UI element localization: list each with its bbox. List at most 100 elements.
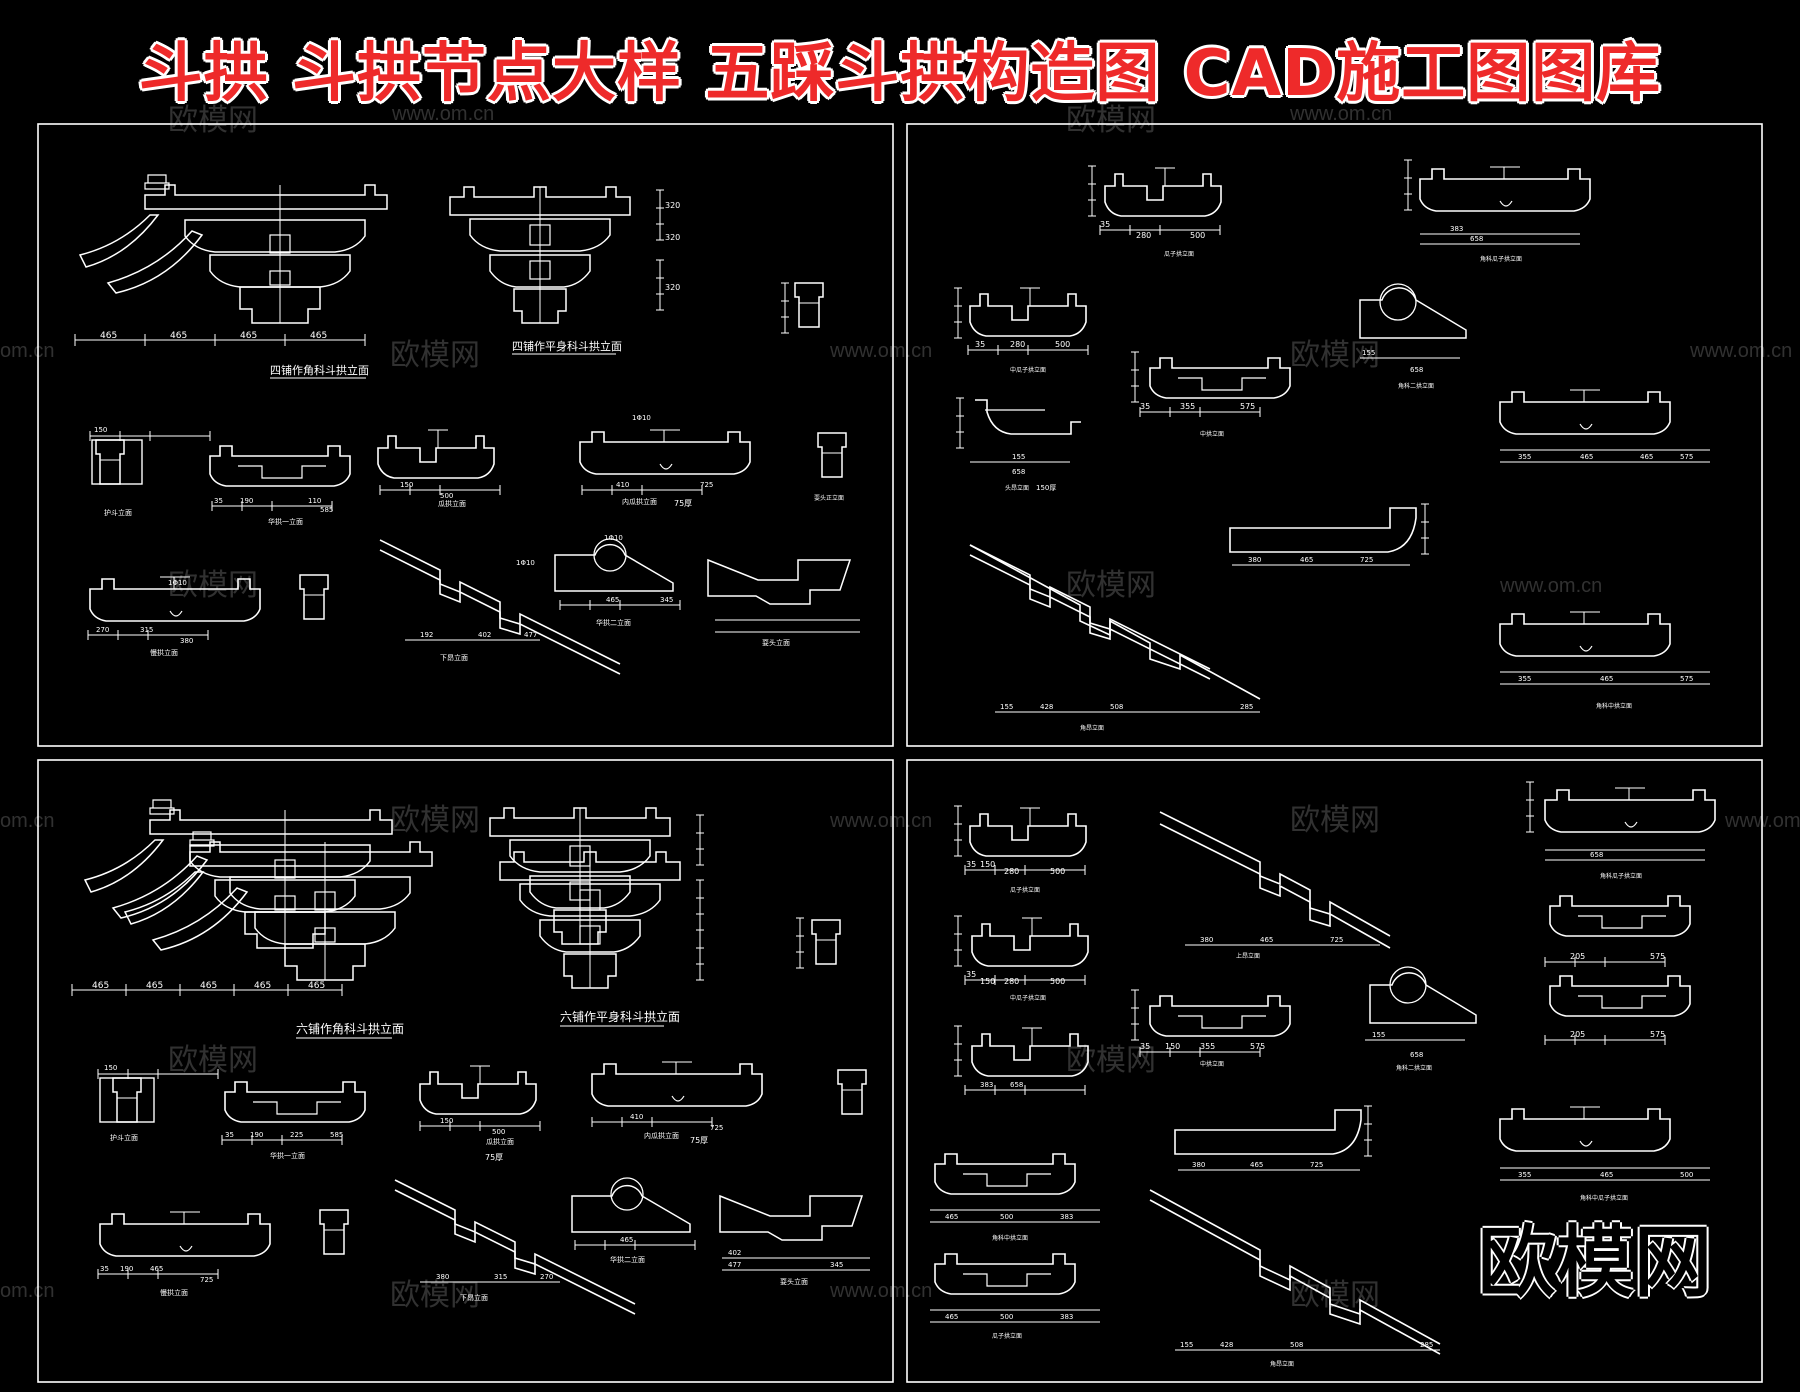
dim-text: 380 <box>180 637 193 645</box>
dim-text: 410 <box>616 481 629 489</box>
dim-text: 35 <box>225 1131 234 1139</box>
dim-text: 725 <box>1360 556 1373 564</box>
panel-top-right: 35 280 500 瓜子拱立面 383 658 角科瓜子拱立面 35 280 … <box>953 159 1710 732</box>
part-caption: 耍头立面 <box>762 638 790 647</box>
part-caption: 角科瓜子拱立面 <box>1480 255 1522 263</box>
part-caption: 耍头立面 <box>780 1277 808 1286</box>
dim-vertical <box>780 282 790 334</box>
part-jiao-zhonggong <box>934 1153 1076 1195</box>
watermark-logo: 欧模网 <box>1478 1218 1713 1308</box>
dim-text: 150 <box>1165 1042 1180 1051</box>
part-caption: 角昂立面 <box>1270 1360 1294 1368</box>
rebar-label: 1Φ10 <box>632 414 651 422</box>
watermark-brand: 欧模网 <box>168 103 258 138</box>
bracket-assembly-side-6 <box>489 807 671 945</box>
part-zhong-guazigong <box>971 917 1089 967</box>
caption-corner-4: 四铺作角科斗拱立面 <box>270 363 369 377</box>
part-caption: 角科中拱立面 <box>992 1234 1028 1242</box>
part-huagong-1 <box>224 1081 366 1123</box>
dim-text: 508 <box>1110 703 1123 711</box>
watermark-brand: 欧模网 <box>390 803 480 838</box>
dim-text: 465 <box>945 1313 958 1321</box>
dim-text: 500 <box>1000 1313 1013 1321</box>
dim-vertical <box>655 189 665 241</box>
corner-bracket-assembly-4 <box>79 174 388 324</box>
dim-text: 383 <box>1060 1213 1073 1221</box>
part-huagong-2 <box>554 543 674 592</box>
dim-text: 383 <box>1060 1313 1073 1321</box>
watermark-url: om.cn <box>0 1280 55 1302</box>
dim-text: 465 <box>240 331 257 341</box>
dim-text: 190 <box>240 497 253 505</box>
dim-text: 465 <box>606 596 619 604</box>
dim-text: 320 <box>665 233 680 242</box>
corner-bracket-assembly-6 <box>84 799 393 949</box>
dim-text: 402 <box>728 1249 741 1257</box>
dim-text: 658 <box>1410 366 1423 374</box>
dim-text: 725 <box>700 481 713 489</box>
panel-frame-bottom-right <box>906 759 1763 1383</box>
dim-text: 155 <box>1000 703 1013 711</box>
dim-text: 190 <box>120 1265 133 1273</box>
bracket-assembly-side-4 <box>449 186 631 324</box>
dim-text: 658 <box>1470 235 1483 243</box>
part-caption: 头昂立面 <box>1005 484 1029 492</box>
dim-text: 380 <box>1248 556 1261 564</box>
part-huagong-1 <box>209 445 351 487</box>
thickness-note: 75厚 <box>690 1136 708 1145</box>
dim-text: 280 <box>1004 867 1019 876</box>
dim-text: 575 <box>1240 402 1255 411</box>
part-shangang <box>1159 811 1391 937</box>
part-caption: 中瓜子拱立面 <box>1010 366 1046 374</box>
dim-text: 725 <box>200 1276 213 1284</box>
dim-text: 465 <box>200 981 217 991</box>
part-jiaoang-arm <box>1229 507 1417 553</box>
dim-text: 320 <box>665 283 680 292</box>
watermark-brand: 欧模网 <box>168 568 258 603</box>
dim-text: 500 <box>440 492 453 500</box>
part-guazigong <box>969 807 1087 857</box>
dim-text: 725 <box>710 1124 723 1132</box>
part-caption: 下昂立面 <box>440 653 468 662</box>
part-caption: 瓜子拱立面 <box>1164 250 1194 258</box>
dim-text: 508 <box>1290 1341 1303 1349</box>
dim-text: 658 <box>1410 1051 1423 1059</box>
part-xiaang <box>394 1179 636 1315</box>
dim-text: 150 <box>980 860 995 869</box>
part-shuatou-side <box>707 558 852 605</box>
post-detail <box>811 919 841 965</box>
dim-text: 500 <box>1050 977 1065 986</box>
part-caption: 瓜拱立面 <box>486 1137 514 1146</box>
dim-text: 575 <box>1250 1042 1265 1051</box>
part-caption: 中拱立面 <box>1200 1060 1224 1068</box>
watermark-url: om.cn <box>0 810 55 832</box>
part-jiao-guazigong <box>1544 787 1716 833</box>
part-caption: 上昂立面 <box>1236 952 1260 960</box>
part-shuatou-side <box>719 1194 864 1241</box>
dim-text: 380 <box>1192 1161 1205 1169</box>
dim-text: 500 <box>1190 231 1205 240</box>
panel-frame-bottom-left <box>37 759 894 1383</box>
part-jiaoang <box>1149 1189 1441 1345</box>
caption-side-4: 四铺作平身科斗拱立面 <box>512 339 622 353</box>
dim-text: 465 <box>1300 556 1313 564</box>
dim-text: 725 <box>1310 1161 1323 1169</box>
bracket-assembly-side-6-layer <box>499 851 681 989</box>
part-guazigong <box>1104 167 1222 217</box>
dim-text: 465 <box>308 981 325 991</box>
part-caption: 慢拱立面 <box>150 648 178 657</box>
part-guazi-bottom <box>934 1253 1076 1295</box>
part-touang <box>975 399 1081 435</box>
watermark-brand: 欧模网 <box>1066 568 1156 603</box>
dim-text: 585 <box>320 506 333 514</box>
part-zhong-guazigong <box>969 287 1087 337</box>
dim-text: 35 <box>975 340 985 349</box>
part-caption: 角昂立面 <box>1080 724 1104 732</box>
part-mangong <box>99 1211 271 1257</box>
part-caption: 角科二拱立面 <box>1398 382 1434 390</box>
dim-text: 575 <box>1680 453 1693 461</box>
dim-text: 285 <box>1420 1341 1433 1349</box>
dim-text: 35 <box>1140 1042 1150 1051</box>
dim-text: 35 <box>1140 402 1150 411</box>
dim-text: 270 <box>96 626 109 634</box>
